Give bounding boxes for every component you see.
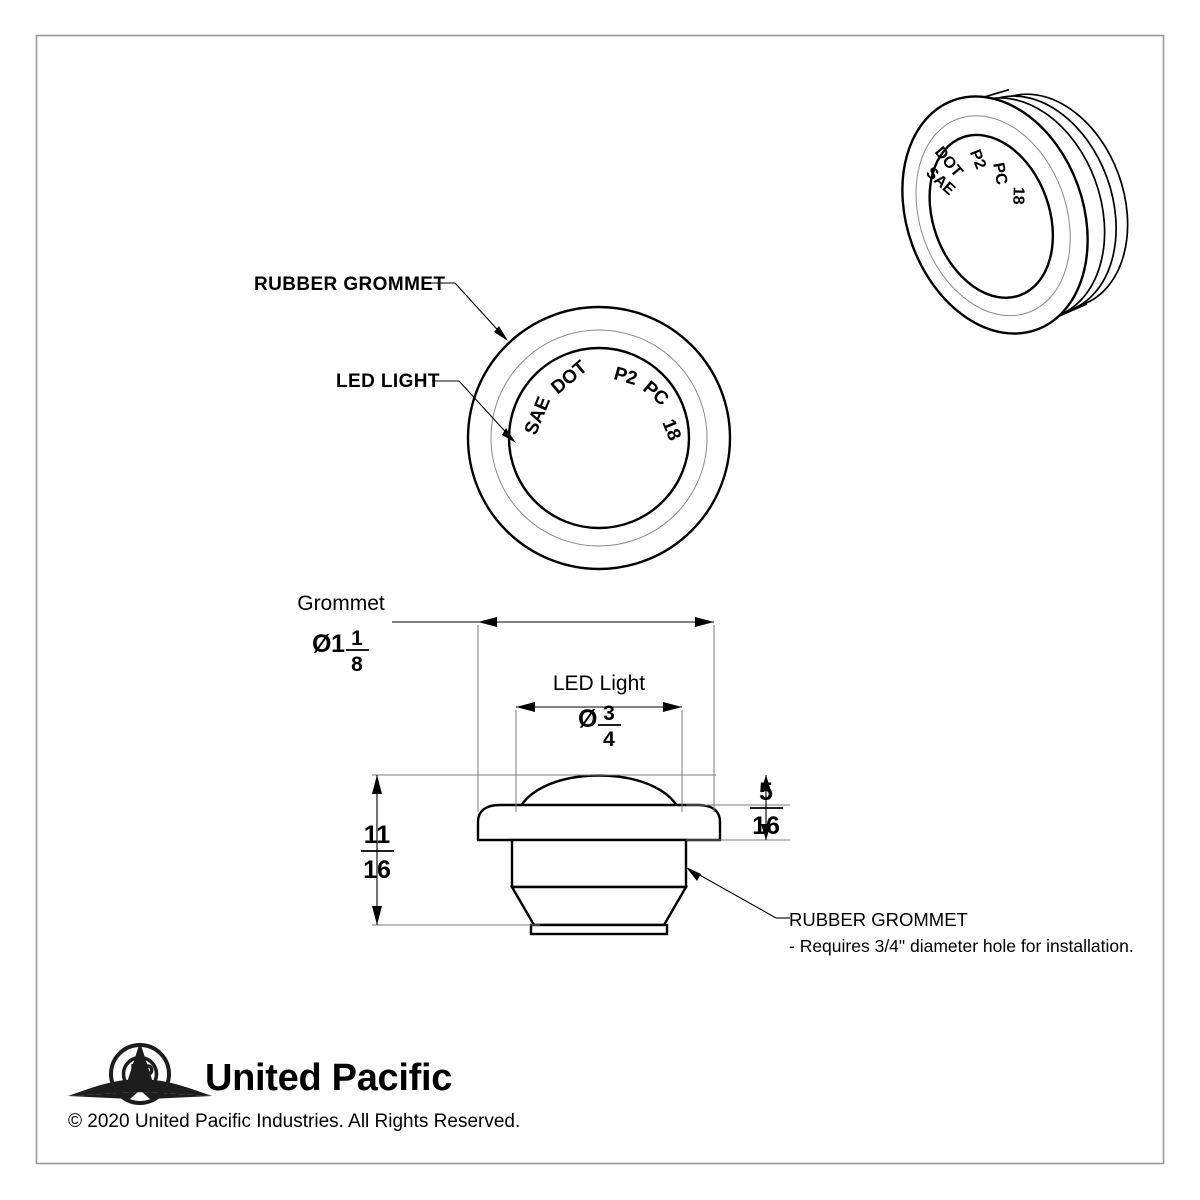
dim-led-denominator: 4 <box>603 728 615 751</box>
iso-lens-face <box>928 133 1055 299</box>
dim-led-symbol: Ø <box>578 705 597 733</box>
dimension-grommet-diameter: Grommet Ø 1 1 8 <box>297 592 714 676</box>
grommet-inner-ring <box>490 329 708 547</box>
dim-height-denominator: 16 <box>363 856 391 884</box>
dim-arrow-dome-top <box>761 775 771 791</box>
brand-name: United Pacific <box>205 1057 452 1099</box>
callout-led-light-label: LED LIGHT <box>336 371 440 392</box>
dim-grommet-numerator: 1 <box>351 627 363 650</box>
callout-arrow-led <box>502 428 516 443</box>
dim-arrow-grommet-left <box>478 617 497 627</box>
side-base-skirt <box>509 885 689 927</box>
dim-arrow-height-bottom <box>372 906 382 925</box>
isometric-view: SAE DOT P2 PC 18 <box>901 88 1129 335</box>
iso-mark-18: 18 <box>1009 186 1027 204</box>
dim-arrow-grommet-right <box>695 617 714 627</box>
dim-dome-denominator: 16 <box>752 812 780 840</box>
dim-led-numerator: 3 <box>603 702 615 725</box>
callout-led-light: LED LIGHT <box>336 371 516 443</box>
dim-arrow-led-right <box>663 702 682 712</box>
dim-height-numerator: 11 <box>364 821 391 849</box>
dim-grommet-value: Ø 1 1 8 <box>312 627 369 676</box>
note-rubber-grommet: RUBBER GROMMET - Requires 3/4" diameter … <box>686 867 1134 956</box>
footer: United Pacific © 2020 United Pacific Ind… <box>68 1042 520 1132</box>
side-barrel <box>510 838 688 889</box>
dimension-dome-height: 5 16 <box>750 775 783 840</box>
callout-rubber-grommet-label: RUBBER GROMMET <box>254 274 445 295</box>
dim-grommet-symbol: Ø <box>312 630 331 658</box>
iso-mark-pc: PC <box>989 161 1010 186</box>
extension-lines <box>372 625 790 926</box>
dim-arrow-led-left <box>516 702 535 712</box>
dim-arrow-height-top <box>372 775 382 794</box>
dim-dome-numerator: 5 <box>759 778 773 806</box>
winged-emblem-icon <box>68 1042 212 1105</box>
dim-led-value: Ø 3 4 <box>578 702 621 751</box>
dimension-overall-height: 11 16 <box>361 775 394 925</box>
sheet-border <box>35 34 1165 1165</box>
dim-grommet-label: Grommet <box>297 592 385 615</box>
dimension-led-diameter: LED Light Ø 3 4 <box>516 672 682 751</box>
top-view: SAE DOT P2 PC 18 <box>466 305 732 571</box>
dim-led-label: LED Light <box>553 672 645 695</box>
united-pacific-logo: United Pacific <box>68 1042 453 1105</box>
copyright-text: © 2020 United Pacific Industries. All Ri… <box>68 1111 520 1132</box>
note-arrow-grommet <box>686 867 701 881</box>
iso-mark-p2: P2 <box>966 147 989 172</box>
side-bottom-plate <box>529 923 669 936</box>
callout-arrow-grommet <box>494 326 508 341</box>
dim-grommet-whole: 1 <box>331 630 345 658</box>
side-flange <box>476 803 722 842</box>
note-grommet-title: RUBBER GROMMET <box>789 909 968 930</box>
dim-grommet-denominator: 8 <box>351 653 363 676</box>
led-lens-circle <box>507 346 691 530</box>
callout-rubber-grommet: RUBBER GROMMET <box>254 274 508 341</box>
note-grommet-detail: - Requires 3/4" diameter hole for instal… <box>789 936 1134 956</box>
dim-arrow-dome-bottom <box>761 824 771 840</box>
iso-grommet-inner-ring <box>915 115 1071 317</box>
